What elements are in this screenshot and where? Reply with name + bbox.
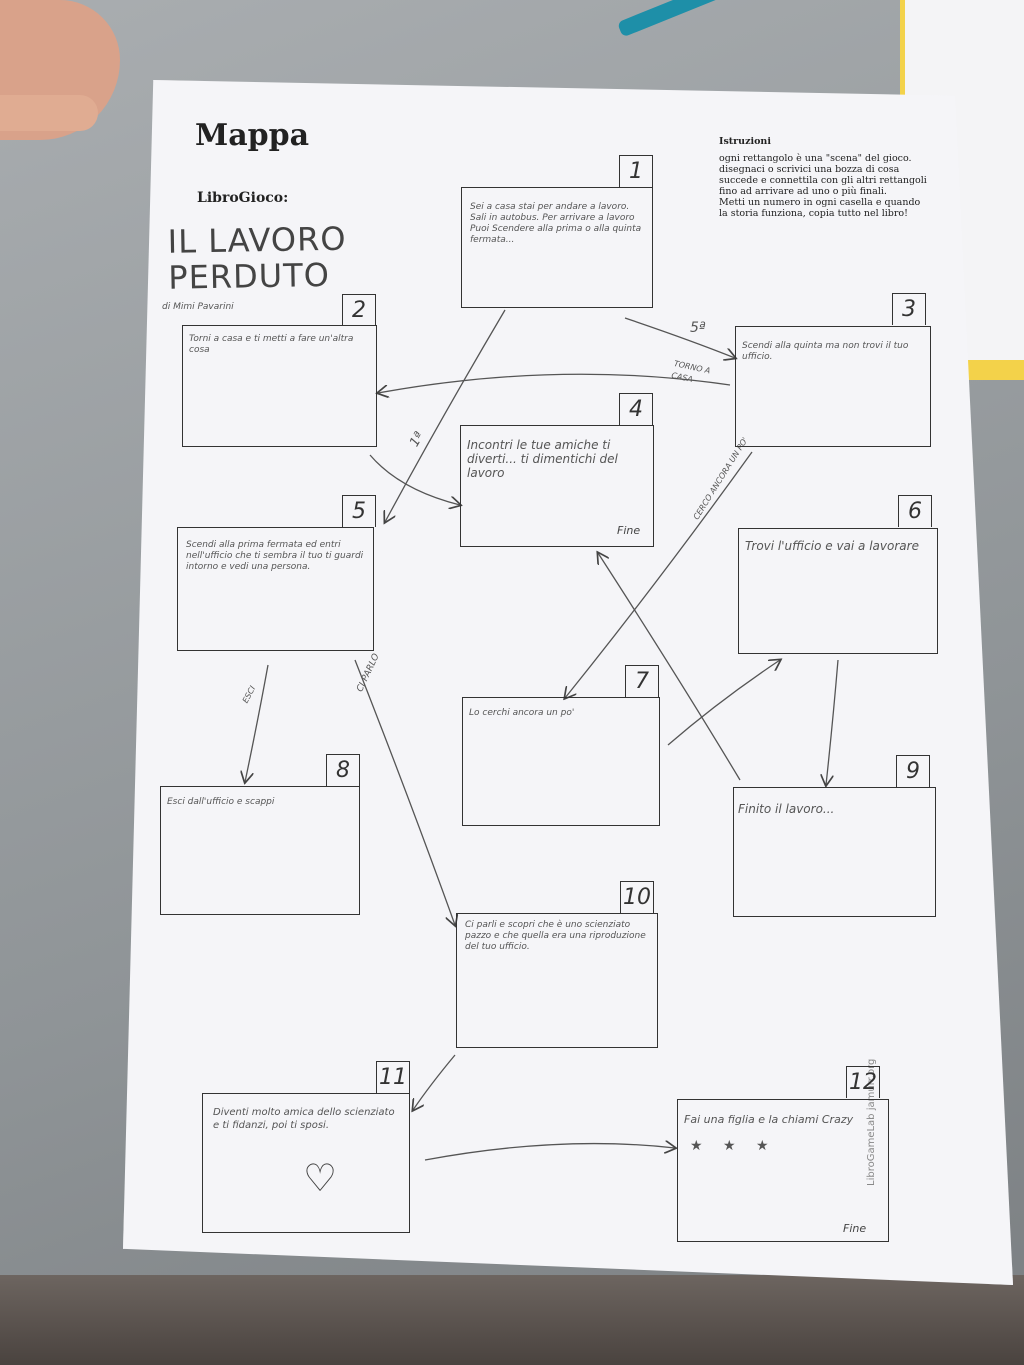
subtitle: LibroGioco:: [197, 190, 289, 206]
map-sheet: [123, 80, 1013, 1285]
scene-2: Torni a casa e ti metti a fare un'altra …: [182, 325, 377, 447]
link-5-10: [354, 659, 455, 925]
scene-1: Sei a casa stai per andare a lavoro. Sal…: [461, 187, 653, 308]
scene-12-ending: Fine: [843, 1222, 867, 1235]
scene-12-number: 12: [846, 1066, 880, 1098]
link-7-6: [667, 660, 780, 746]
link-9-4: [598, 553, 741, 781]
page-title: Mappa: [195, 118, 310, 153]
scene-7-text: Lo cerchi ancora un po': [469, 708, 575, 718]
scene-7: Lo cerchi ancora un po': [462, 697, 660, 826]
link-1-5: [385, 309, 506, 522]
scene-3: Scendi alla quinta ma non trovi il tuo u…: [735, 326, 931, 447]
instructions-line2: Metti un numero in ogni casella e quando…: [719, 197, 921, 219]
scene-3-number: 3: [892, 293, 926, 325]
link-6-9: [826, 659, 839, 785]
scene-8: Esci dall'ufficio e scappi: [160, 786, 360, 915]
scene-8-number: 8: [326, 754, 360, 786]
scene-4-text: Incontri le tue amiche ti diverti... ti …: [467, 438, 618, 480]
scene-4: Incontri le tue amiche ti diverti... ti …: [460, 425, 654, 547]
link-11-12: [424, 1144, 675, 1161]
heart-icon: ♡: [303, 1156, 338, 1200]
author: di Mimi Pavarini: [162, 302, 234, 312]
scene-4-ending: Fine: [617, 524, 641, 537]
scene-5-number: 5: [342, 495, 376, 527]
link-3-7: [565, 451, 753, 698]
instructions-line1: ogni rettangolo è una "scena" del gioco.…: [719, 153, 927, 197]
instructions: Istruzioni ogni rettangolo è una "scena"…: [719, 136, 929, 219]
scene-6-text: Trovi l'ufficio e vai a lavorare: [745, 539, 919, 553]
label-5a: 5ª: [690, 320, 706, 336]
scene-12-text: Fai una figlia e la chiami Crazy: [684, 1113, 854, 1126]
scene-5-text: Scendi alla prima fermata ed entri nell'…: [186, 540, 364, 572]
star-icons: ★ ★ ★: [690, 1138, 777, 1154]
link-2-4: [369, 454, 460, 505]
link-3-2: [378, 373, 731, 393]
scene-2-number: 2: [342, 294, 376, 326]
finger: [0, 95, 98, 131]
scene-9: Finito il lavoro...: [733, 787, 936, 917]
scene-12: Fai una figlia e la chiami Crazy ★ ★ ★ F…: [677, 1099, 889, 1242]
link-1-3: [624, 317, 735, 358]
scene-9-text: Finito il lavoro...: [738, 802, 835, 816]
link-10-11: [413, 1054, 456, 1110]
scene-11-text: Diventi molto amica dello scienziato e t…: [213, 1107, 395, 1131]
scene-10-number: 10: [620, 881, 654, 913]
instructions-heading: Istruzioni: [719, 136, 771, 147]
scene-11-number: 11: [376, 1061, 410, 1093]
scene-1-number: 1: [619, 155, 653, 187]
scene-5: Scendi alla prima fermata ed entri nell'…: [177, 527, 374, 651]
scene-6-number: 6: [898, 495, 932, 527]
link-5-8: [245, 664, 269, 782]
scene-1-text: Sei a casa stai per andare a lavoro. Sal…: [470, 202, 642, 245]
scene-11: Diventi molto amica dello scienziato e t…: [202, 1093, 410, 1233]
scene-10-text: Ci parli e scopri che è uno scienziato p…: [465, 920, 646, 952]
scene-7-number: 7: [625, 665, 659, 697]
scene-3-text: Scendi alla quinta ma non trovi il tuo u…: [742, 341, 909, 362]
scene-4-number: 4: [619, 393, 653, 425]
floor: [0, 1275, 1024, 1365]
scene-2-text: Torni a casa e ti metti a fare un'altra …: [189, 334, 354, 355]
scene-10: Ci parli e scopri che è uno scienziato p…: [456, 913, 658, 1048]
scene-6: Trovi l'ufficio e vai a lavorare: [738, 528, 938, 654]
scene-8-text: Esci dall'ufficio e scappi: [167, 797, 275, 807]
scene-9-number: 9: [896, 755, 930, 787]
